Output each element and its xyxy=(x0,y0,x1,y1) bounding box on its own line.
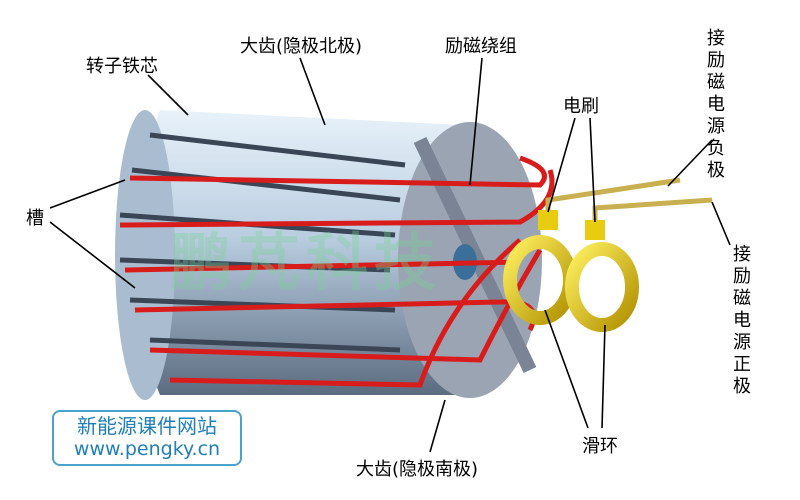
label-field-winding: 励磁绕组 xyxy=(445,36,517,57)
leader-lines xyxy=(49,57,731,453)
logo-title: 新能源课件网站 xyxy=(77,414,217,438)
slip-rings xyxy=(503,235,639,332)
logo-url: www.pengky.cn xyxy=(73,438,221,460)
brush-1 xyxy=(538,210,558,230)
watermark: 鹏芃科技 xyxy=(170,226,443,299)
brush-2 xyxy=(585,220,605,240)
label-slip-ring: 滑环 xyxy=(582,436,618,457)
site-logo-box: 新能源课件网站 www.pengky.cn xyxy=(52,410,242,466)
label-rotor-core: 转子铁芯 xyxy=(86,56,158,77)
label-positive-terminal: 接励磁电源正极 xyxy=(733,244,751,397)
label-south-pole: 大齿(隐极南极) xyxy=(356,459,479,480)
label-negative-terminal: 接励磁电源负极 xyxy=(707,28,725,181)
label-north-pole: 大齿(隐极北极) xyxy=(240,36,363,57)
brush-rods xyxy=(545,177,713,225)
label-brush: 电刷 xyxy=(563,96,599,117)
label-slot: 槽 xyxy=(26,208,44,229)
